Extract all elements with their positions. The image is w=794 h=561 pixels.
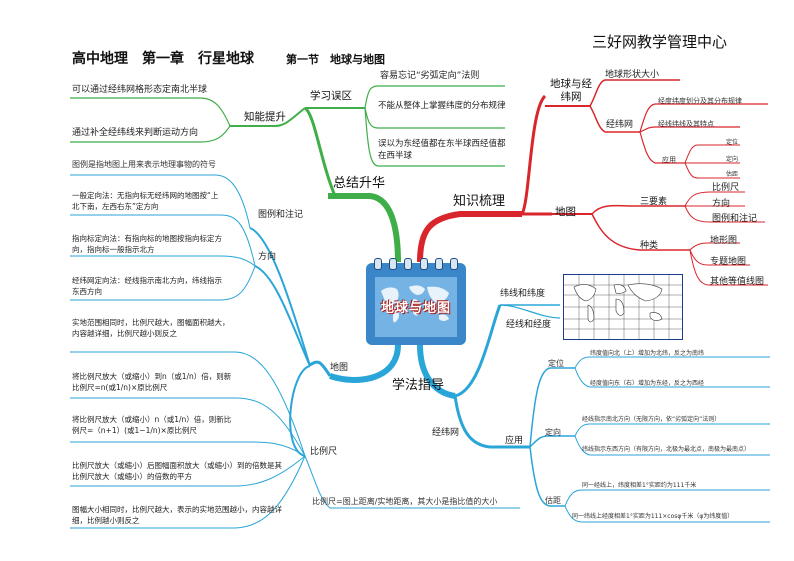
node-method-map: 地图 (330, 363, 349, 373)
node-mistake-item: 误以为东经值都在东半球西经值都在西半球 (378, 139, 506, 162)
node-map-kinds: 种类 (640, 241, 659, 251)
node-direction-method-item: 指向标定向法：有指向标的地图按指向标定方向，指向标一般指示北方 (72, 234, 222, 254)
node-scale-item: 将比例尺放大（或缩小）n（或1/n）倍，则新比例尺=（n+1）(或1−1/n)×… (72, 415, 232, 435)
node-direction-item: 经线指示南北方向（无限方向，依“劣弧定向”法则） (582, 416, 721, 423)
node-scale-formula: 比例尺=图上距离/实地距离，其大小是指比值的大小 (312, 497, 498, 506)
binder-rings (374, 258, 458, 270)
world-grid-image (563, 274, 683, 340)
node-mistake-item: 不能从整体上掌握纬度的分布规律 (378, 101, 506, 111)
node-scale: 比例尺 (310, 447, 338, 457)
binder-ring (374, 258, 382, 270)
branch-summary: 总结升华 (333, 176, 386, 191)
node-kind-item: 地形图 (710, 236, 738, 246)
node-locate: 定位 (548, 359, 564, 368)
node-mistakes: 学习误区 (310, 90, 352, 102)
node-grid-apply: 应用 (662, 156, 676, 164)
node-direction-method-item: 一般定向法：无指向标无经纬网的地图按“上北下南，左西右东”定方向 (72, 191, 219, 211)
node-element-item: 比例尺 (712, 183, 740, 193)
node-scale-item: 将比例尺放大（或缩小）到n（或1/n）倍，则新比例尺=n(或1/n)×原比例尺 (72, 372, 232, 392)
node-grid-item: 经度纬度划分及其分布规律 (658, 97, 742, 105)
node-mistake-item: 容易忘记“劣弧定向”法则 (380, 71, 480, 81)
world-map-icon (375, 277, 457, 337)
binder-ring (389, 258, 398, 270)
node-grid: 经纬网 (606, 120, 634, 130)
graticule-icon (564, 275, 682, 339)
node-direction: 定向 (545, 428, 561, 437)
node-apply-item: 估距 (726, 171, 739, 178)
binder-ring (449, 258, 458, 270)
binder-ring (419, 258, 428, 270)
branch-knowledge-map: 知识梳理 (453, 194, 506, 209)
center-title: 地球与地图 (380, 301, 451, 316)
node-map-elements: 三要素 (640, 197, 668, 207)
world-map-image: 地球与地图 (375, 277, 457, 337)
node-map: 地图 (555, 206, 576, 218)
node-earth-shape: 地球形状大小 (605, 70, 660, 80)
node-method-grid: 经纬网 (432, 428, 460, 438)
node-scale-item: 比例尺放大（或缩小）后图幅面积放大（或缩小）到的倍数是其比例尺放大（或缩小）的倍… (72, 461, 282, 481)
node-locate-item: 纬度值向北（上）增加为北纬，反之为南纬 (590, 350, 705, 357)
node-latitude: 纬线和纬度 (500, 289, 546, 299)
node-distance-item: 同一经线上，纬度相差1°实距约为111千米 (582, 482, 697, 489)
binder-ring (404, 258, 413, 270)
node-direction-method-item: 经纬网定向法：经线指示南北方向，纬线指示东西方向 (72, 276, 222, 296)
node-longitude: 经线和经度 (506, 320, 552, 330)
node-distance-item: 同一纬线上经度相差1°实距为111×cosφ千米（φ为纬度值） (572, 513, 734, 520)
branch-method: 学法指导 (392, 378, 445, 393)
node-direction-method: 方向 (258, 252, 277, 262)
page-subtitle: 第一节 地球与地图 (286, 53, 385, 66)
node-knowledge-item: 可以通过经纬网格形态定南北半球 (72, 85, 208, 95)
node-scale-item: 图幅大小相同时，比例尺越大，表示的实地范围越小，内容越详细，比例越小则反之 (72, 505, 282, 525)
node-knowledge-item: 通过补全经纬线来判断运动方向 (72, 128, 199, 138)
node-element-item: 方向 (712, 199, 731, 209)
node-knowledge: 知能提升 (244, 111, 286, 123)
node-apply-item: 定向 (726, 156, 739, 163)
node-legend-note: 图例是指地图上用来表示地理事物的符号 (72, 160, 216, 169)
node-kind-item: 专题地图 (710, 257, 747, 267)
node-grid-item: 经线纬线及其特点 (658, 120, 714, 128)
node-distance: 估距 (545, 496, 561, 505)
node-earth-grid: 地球与经纬网 (550, 78, 592, 104)
center-node: 地球与地图 (366, 258, 466, 345)
node-method-apply: 应用 (505, 436, 524, 446)
page-title: 高中地理 第一章 行星地球 (72, 51, 254, 67)
node-scale-item: 实地范围相同时，比例尺越大，图幅面积越大，内容越详细，比例尺越小则反之 (72, 318, 230, 338)
node-locate-item: 经度值向东（右）增加为东经，反之为西经 (590, 380, 705, 387)
brand-label: 三好网教学管理中心 (592, 33, 728, 51)
node-legend: 图例和注记 (258, 210, 304, 220)
node-apply-item: 定位 (726, 139, 739, 146)
node-element-item: 图例和注记 (712, 214, 758, 224)
node-direction-item: 纬线指示东西方向（有限方向，北极为最北点，南极为最南点） (582, 446, 751, 453)
node-kind-item: 其他等值线图 (710, 277, 765, 287)
binder-ring (434, 258, 443, 270)
